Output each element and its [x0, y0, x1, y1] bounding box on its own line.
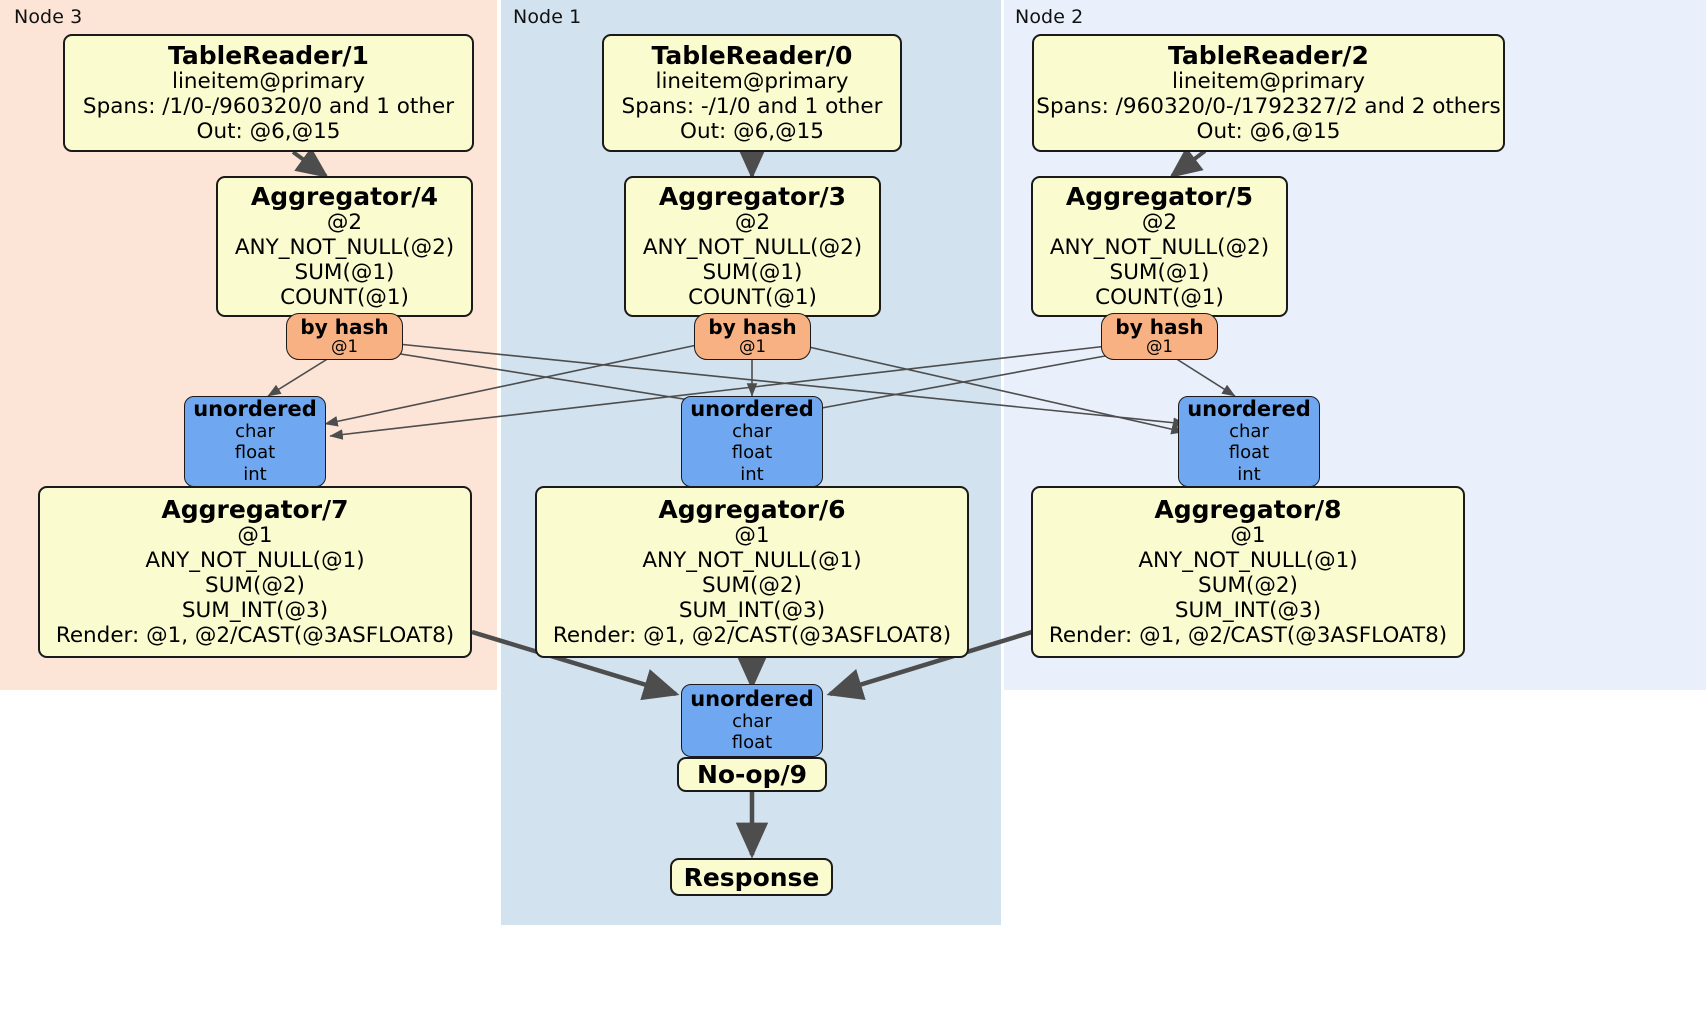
processor-detail: lineitem@primary	[1171, 68, 1366, 94]
processor-no-op-9[interactable]: No-op/9	[677, 757, 827, 792]
processor-detail: ANY_NOT_NULL(@1)	[145, 547, 365, 573]
processor-title: Aggregator/6	[658, 494, 846, 524]
processor-aggregator-5[interactable]: Aggregator/5 @2 ANY_NOT_NULL(@2) SUM(@1)…	[1031, 176, 1288, 317]
node-panel-label-node3: Node 3	[14, 6, 83, 28]
processor-detail: @1	[734, 522, 770, 548]
processor-title: TableReader/0	[651, 40, 853, 70]
node-panel-label-node2: Node 2	[1015, 6, 1084, 28]
processor-detail: ANY_NOT_NULL(@1)	[1138, 547, 1358, 573]
processor-detail: Spans: /1/0-/960320/0 and 1 other	[82, 93, 455, 119]
processor-detail: SUM(@2)	[1198, 572, 1298, 598]
processor-title: Aggregator/7	[161, 494, 349, 524]
router-by-hash-center[interactable]: by hash @1	[694, 313, 811, 360]
processor-title: Aggregator/5	[1065, 181, 1254, 211]
router-by-hash-left[interactable]: by hash @1	[286, 313, 403, 360]
synchronizer-type: int	[1237, 463, 1261, 485]
processor-response[interactable]: Response	[670, 858, 833, 896]
processor-title: Aggregator/8	[1154, 494, 1342, 524]
processor-table-reader-2[interactable]: TableReader/2 lineitem@primary Spans: /9…	[1032, 34, 1505, 152]
synchronizer-type: float	[1228, 442, 1270, 464]
node-panel-label-node1: Node 1	[513, 6, 582, 28]
router-by-hash-right[interactable]: by hash @1	[1101, 313, 1218, 360]
processor-aggregator-8[interactable]: Aggregator/8 @1 ANY_NOT_NULL(@1) SUM(@2)…	[1031, 486, 1465, 658]
processor-aggregator-7[interactable]: Aggregator/7 @1 ANY_NOT_NULL(@1) SUM(@2)…	[38, 486, 472, 658]
synchronizer-type: int	[740, 463, 764, 485]
processor-detail: SUM_INT(@3)	[1174, 598, 1322, 624]
processor-aggregator-3[interactable]: Aggregator/3 @2 ANY_NOT_NULL(@2) SUM(@1)…	[624, 176, 881, 317]
synchronizer-title: unordered	[193, 397, 317, 422]
processor-detail: Out: @6,@15	[1196, 119, 1341, 145]
processor-detail: @2	[326, 209, 363, 235]
router-detail: @1	[739, 336, 766, 356]
processor-detail: Render: @1, @2/CAST(@3ASFLOAT8)	[1048, 623, 1448, 649]
synchronizer-type: float	[731, 442, 773, 464]
synchronizer-type: char	[732, 421, 772, 443]
processor-title: Aggregator/4	[250, 181, 439, 211]
synchronizer-title: unordered	[690, 686, 814, 711]
processor-detail: Spans: /960320/0-/1792327/2 and 2 others	[1036, 93, 1501, 119]
synchronizer-title: unordered	[1187, 397, 1311, 422]
synchronizer-unordered-right[interactable]: unordered char float int	[1178, 396, 1320, 487]
processor-detail: SUM(@2)	[205, 572, 305, 598]
processor-detail: @2	[734, 209, 771, 235]
synchronizer-type: float	[234, 442, 276, 464]
processor-title: Response	[683, 862, 820, 892]
synchronizer-type: int	[243, 463, 267, 485]
processor-title: TableReader/2	[1168, 40, 1369, 70]
processor-detail: COUNT(@1)	[280, 285, 409, 311]
synchronizer-type: float	[731, 732, 773, 754]
processor-aggregator-4[interactable]: Aggregator/4 @2 ANY_NOT_NULL(@2) SUM(@1)…	[216, 176, 473, 317]
synchronizer-title: unordered	[690, 397, 814, 422]
router-title: by hash	[300, 314, 389, 339]
synchronizer-type: char	[235, 421, 275, 443]
processor-detail: ANY_NOT_NULL(@2)	[234, 234, 455, 260]
processor-detail: ANY_NOT_NULL(@1)	[642, 547, 862, 573]
synchronizer-unordered-center[interactable]: unordered char float int	[681, 396, 823, 487]
processor-aggregator-6[interactable]: Aggregator/6 @1 ANY_NOT_NULL(@1) SUM(@2)…	[535, 486, 969, 658]
processor-detail: Out: @6,@15	[680, 119, 824, 145]
synchronizer-unordered-final[interactable]: unordered char float	[681, 684, 823, 757]
processor-detail: ANY_NOT_NULL(@2)	[1049, 234, 1270, 260]
processor-detail: SUM_INT(@3)	[678, 598, 826, 624]
processor-detail: lineitem@primary	[171, 68, 366, 94]
processor-detail: @1	[237, 522, 273, 548]
processor-detail: COUNT(@1)	[688, 285, 817, 311]
router-title: by hash	[708, 314, 797, 339]
processor-detail: Render: @1, @2/CAST(@3ASFLOAT8)	[55, 623, 455, 649]
processor-detail: SUM(@2)	[702, 572, 802, 598]
processor-detail: Render: @1, @2/CAST(@3ASFLOAT8)	[552, 623, 952, 649]
processor-detail: ANY_NOT_NULL(@2)	[642, 234, 863, 260]
processor-table-reader-0[interactable]: TableReader/0 lineitem@primary Spans: -/…	[602, 34, 902, 152]
processor-title: No-op/9	[696, 760, 808, 789]
processor-table-reader-1[interactable]: TableReader/1 lineitem@primary Spans: /1…	[63, 34, 474, 152]
processor-title: TableReader/1	[168, 40, 369, 70]
router-title: by hash	[1115, 314, 1204, 339]
processor-detail: SUM(@1)	[702, 260, 803, 285]
processor-detail: @1	[1230, 522, 1266, 548]
router-detail: @1	[1146, 336, 1173, 356]
synchronizer-type: char	[732, 710, 772, 732]
processor-detail: SUM(@1)	[1109, 260, 1210, 285]
synchronizer-unordered-left[interactable]: unordered char float int	[184, 396, 326, 487]
processor-detail: @2	[1141, 209, 1178, 235]
processor-detail: COUNT(@1)	[1095, 285, 1224, 311]
processor-detail: lineitem@primary	[655, 68, 849, 94]
processor-title: Aggregator/3	[658, 181, 847, 211]
processor-detail: Out: @6,@15	[196, 119, 341, 145]
processor-detail: SUM(@1)	[294, 260, 395, 285]
processor-detail: SUM_INT(@3)	[181, 598, 329, 624]
synchronizer-type: char	[1229, 421, 1269, 443]
router-detail: @1	[331, 336, 358, 356]
processor-detail: Spans: -/1/0 and 1 other	[621, 93, 883, 119]
